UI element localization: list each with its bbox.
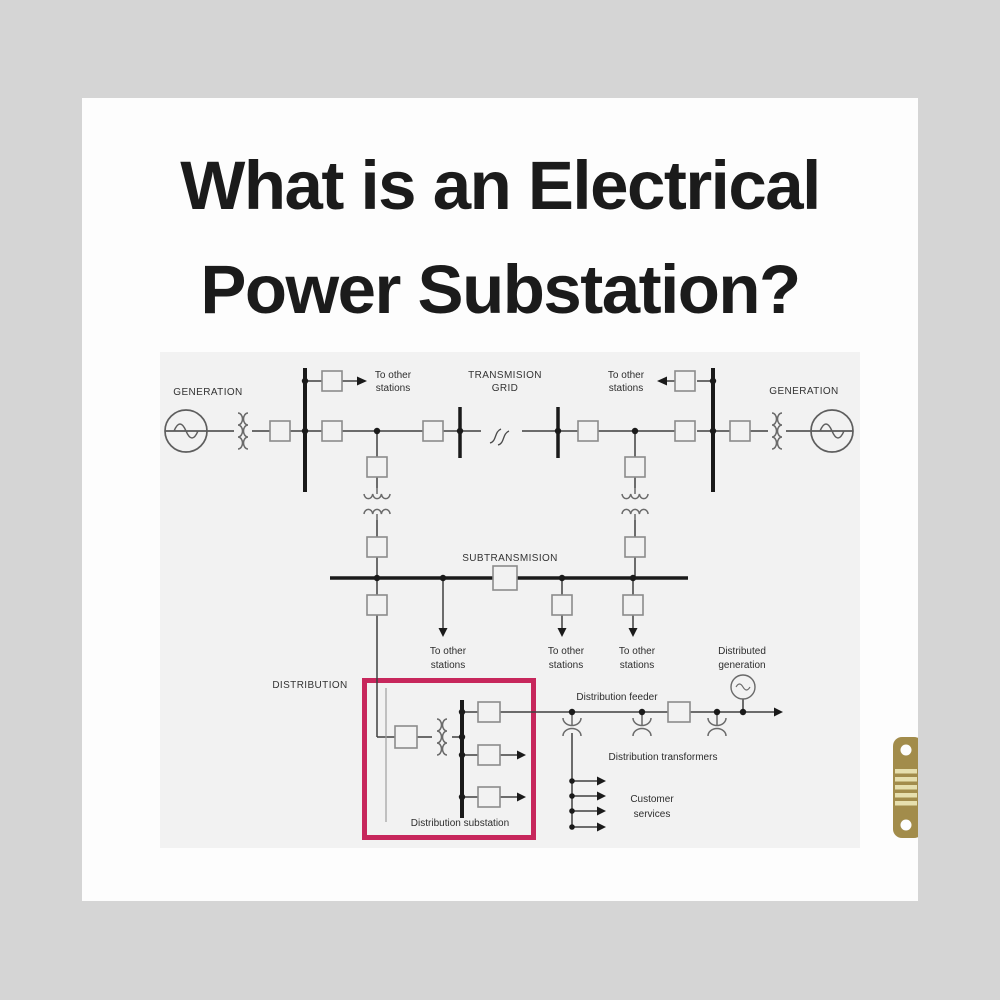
label-transmission-grid-line1: TRANSMISION xyxy=(468,370,542,381)
arrowheads xyxy=(357,376,783,832)
arrow-right-icon xyxy=(357,376,367,386)
power-system-diagram: GENERATION GENERATION TRANSMISION GRID T… xyxy=(160,352,860,848)
breaker-icon xyxy=(321,420,343,442)
label-customer-services-line2: services xyxy=(634,809,671,820)
arrow-right-icon xyxy=(597,791,606,801)
breaker-icon xyxy=(366,594,388,616)
arrow-down-icon xyxy=(557,628,567,637)
breaker-icon xyxy=(394,725,418,749)
breakers xyxy=(269,370,751,808)
svg-text:stations: stations xyxy=(620,660,654,671)
breaker-icon xyxy=(622,594,644,616)
label-transmission-grid-line2: GRID xyxy=(492,383,519,394)
label-generation-left: GENERATION xyxy=(173,387,242,398)
label-subtransmission: SUBTRANSMISION xyxy=(462,553,558,564)
svg-text:stations: stations xyxy=(549,660,583,671)
breaker-icon xyxy=(674,420,696,442)
svg-text:stations: stations xyxy=(431,660,465,671)
svg-text:stations: stations xyxy=(609,383,643,394)
breaker-icon xyxy=(577,420,599,442)
breaker-icon xyxy=(492,565,518,591)
breaker-icon xyxy=(269,420,291,442)
arrow-right-icon xyxy=(517,750,526,760)
label-to-other-stations: To other xyxy=(430,646,467,657)
breaker-icon xyxy=(729,420,751,442)
label-distribution-feeder: Distribution feeder xyxy=(576,692,658,703)
arrow-right-icon xyxy=(597,776,606,786)
breaker-icon xyxy=(477,786,501,808)
breaker-icon xyxy=(477,744,501,766)
gold-connector-icon xyxy=(893,737,918,838)
label-customer-services-line1: Customer xyxy=(630,794,674,805)
page-title: What is an Electrical Power Substation? xyxy=(82,134,918,342)
label-distributed-generation-line1: Distributed xyxy=(718,646,766,657)
label-distributed-generation-line2: generation xyxy=(718,660,765,671)
page-title-line1: What is an Electrical xyxy=(180,147,821,224)
page-title-line2: Power Substation? xyxy=(200,251,801,328)
infographic-card: What is an Electrical Power Substation? xyxy=(82,98,918,901)
grid-break-icon xyxy=(489,428,510,446)
label-distribution-transformers: Distribution transformers xyxy=(609,752,718,763)
breaker-icon xyxy=(321,370,343,392)
breaker-icon xyxy=(551,594,573,616)
arrow-right-icon xyxy=(597,822,606,832)
breaker-icon xyxy=(477,701,501,723)
label-distribution: DISTRIBUTION xyxy=(272,680,347,691)
arrow-left-icon xyxy=(657,376,667,386)
label-to-other-stations: To other xyxy=(619,646,656,657)
breaker-icon xyxy=(624,456,646,478)
junction-dots xyxy=(301,377,747,830)
label-to-other-stations: To other xyxy=(548,646,585,657)
breaker-icon xyxy=(674,370,696,392)
diagram-background xyxy=(160,352,860,848)
breaker-icon xyxy=(667,701,691,723)
arrow-right-icon xyxy=(597,806,606,816)
svg-text:stations: stations xyxy=(376,383,410,394)
arrow-right-icon xyxy=(517,792,526,802)
distribution-substation-highlight-box xyxy=(362,678,536,840)
arrow-right-icon xyxy=(774,707,783,717)
breaker-icon xyxy=(624,536,646,558)
label-to-other-stations: To other xyxy=(375,370,412,381)
arrow-down-icon xyxy=(438,628,448,637)
breaker-icon xyxy=(422,420,444,442)
gold-connector-badge xyxy=(893,737,918,838)
label-distribution-substation: Distribution substation xyxy=(411,818,509,829)
label-to-other-stations: To other xyxy=(608,370,645,381)
one-line-diagram-svg: GENERATION GENERATION TRANSMISION GRID T… xyxy=(160,352,860,848)
arrow-down-icon xyxy=(628,628,638,637)
breaker-icon xyxy=(366,536,388,558)
label-generation-right: GENERATION xyxy=(769,386,838,397)
breaker-icon xyxy=(366,456,388,478)
